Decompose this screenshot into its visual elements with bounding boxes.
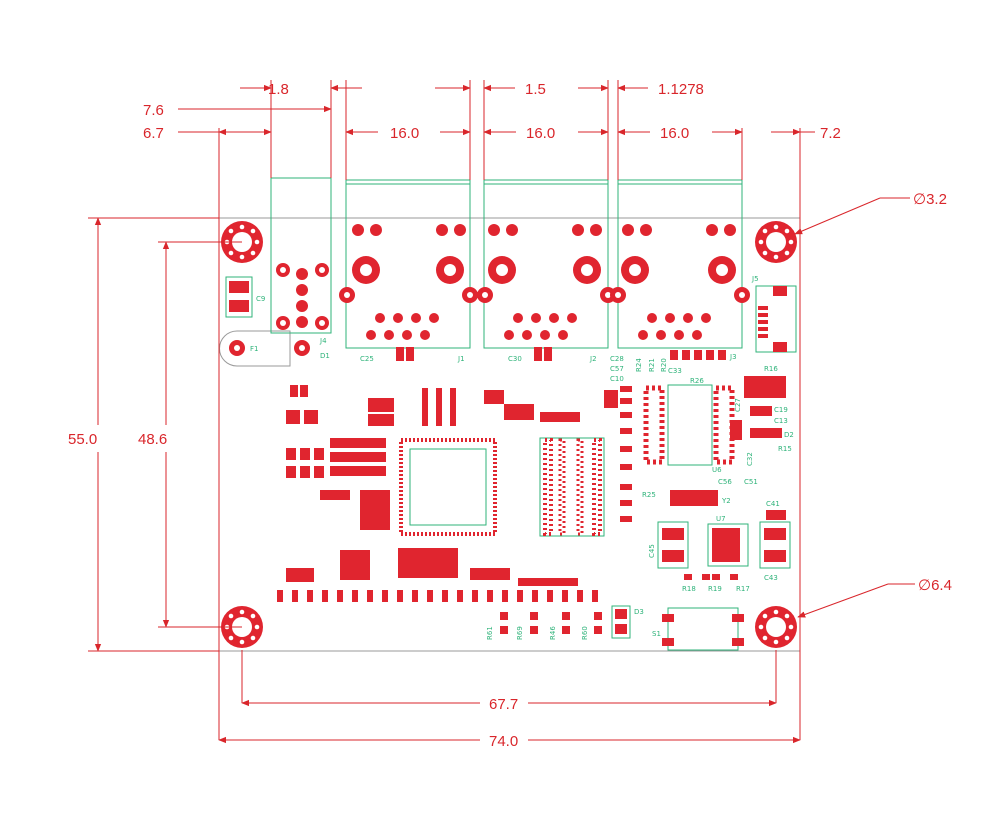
bottom-header-pads bbox=[277, 590, 602, 634]
dimension-67-7: 67.7 bbox=[489, 696, 518, 713]
dimension-48-6: 48.6 bbox=[138, 431, 167, 448]
dimension-7-2: 7.2 bbox=[820, 125, 841, 142]
switch-s1 bbox=[662, 607, 744, 651]
regulator-u7 bbox=[657, 521, 791, 569]
dimension-1-5: 1.5 bbox=[525, 81, 546, 98]
label-r21: R21 bbox=[648, 358, 656, 372]
label-r20: R20 bbox=[660, 358, 668, 372]
label-r24: R24 bbox=[635, 358, 643, 372]
label-d1: D1 bbox=[320, 352, 330, 360]
label-s1: S1 bbox=[652, 630, 661, 638]
led-d3 bbox=[611, 605, 631, 639]
label-r17: R17 bbox=[736, 585, 750, 593]
label-c33: C33 bbox=[668, 367, 682, 375]
capacitor-c9 bbox=[225, 276, 253, 318]
label-c27: C27 bbox=[734, 398, 742, 412]
dimension-6-7: 6.7 bbox=[143, 125, 164, 142]
dimension-55-0: 55.0 bbox=[68, 431, 97, 448]
label-j5: J5 bbox=[751, 275, 759, 283]
dimension-74-0: 74.0 bbox=[489, 733, 518, 750]
label-r26: R26 bbox=[690, 377, 704, 385]
label-r15: R15 bbox=[778, 445, 792, 453]
label-c30: C30 bbox=[508, 355, 522, 363]
label-y2: Y2 bbox=[721, 497, 731, 505]
label-c32: C32 bbox=[746, 452, 754, 466]
label-u7: U7 bbox=[716, 515, 726, 523]
dimension-16-j2: 16.0 bbox=[526, 125, 555, 142]
label-d2: D2 bbox=[784, 431, 794, 439]
label-c56: C56 bbox=[718, 478, 732, 486]
label-c19: C19 bbox=[774, 406, 788, 414]
dimension-1-8: 1.8 bbox=[268, 81, 289, 98]
label-j4: J4 bbox=[319, 337, 327, 345]
label-j2: J2 bbox=[589, 355, 597, 363]
label-c45: C45 bbox=[648, 544, 656, 558]
sdram-chip bbox=[539, 437, 605, 537]
ic-u6 bbox=[643, 384, 735, 466]
label-c13: C13 bbox=[774, 417, 788, 425]
rj45-j1 bbox=[339, 179, 478, 349]
label-c9: C9 bbox=[256, 295, 265, 303]
dimension-hole-6-4: ∅6.4 bbox=[918, 577, 952, 594]
label-r46: R46 bbox=[549, 626, 557, 640]
label-u6: U6 bbox=[712, 466, 722, 474]
fuse-outline bbox=[219, 330, 291, 367]
dimension-16-j1: 16.0 bbox=[390, 125, 419, 142]
mounting-hole-top-right bbox=[755, 221, 797, 263]
usb-j5 bbox=[755, 285, 797, 353]
label-c25: C25 bbox=[360, 355, 374, 363]
label-r18: R18 bbox=[682, 585, 696, 593]
label-j3: J3 bbox=[729, 353, 737, 361]
label-c51: C51 bbox=[744, 478, 758, 486]
mounting-hole-bottom-right bbox=[755, 606, 797, 648]
label-c41: C41 bbox=[766, 500, 780, 508]
rj45-j3 bbox=[610, 179, 750, 349]
label-j1: J1 bbox=[457, 355, 465, 363]
label-c57: C57 bbox=[610, 365, 624, 373]
label-d3: D3 bbox=[634, 608, 644, 616]
label-r19: R19 bbox=[708, 585, 722, 593]
label-r25: R25 bbox=[642, 491, 656, 499]
dimension-hole-3-2: ∅3.2 bbox=[913, 191, 947, 208]
dimension-1-1278: 1.1278 bbox=[658, 81, 704, 98]
label-c10: C10 bbox=[610, 375, 624, 383]
label-r60: R60 bbox=[581, 626, 589, 640]
smd-cluster-left bbox=[286, 385, 578, 586]
dimension-16-j3: 16.0 bbox=[660, 125, 689, 142]
main-mcu bbox=[399, 438, 497, 536]
label-r16: R16 bbox=[764, 365, 778, 373]
dimension-lines bbox=[88, 80, 915, 744]
label-r61: R61 bbox=[486, 626, 494, 640]
rj45-j2 bbox=[477, 179, 616, 349]
label-c43: C43 bbox=[764, 574, 778, 582]
barrel-jack-j4 bbox=[270, 177, 332, 334]
label-r69: R69 bbox=[516, 626, 524, 640]
fuse-f1 bbox=[229, 340, 310, 356]
label-f1: F1 bbox=[250, 345, 258, 353]
label-c28: C28 bbox=[610, 355, 624, 363]
smd-cluster-top bbox=[396, 347, 786, 580]
dimension-7-6: 7.6 bbox=[143, 102, 164, 119]
